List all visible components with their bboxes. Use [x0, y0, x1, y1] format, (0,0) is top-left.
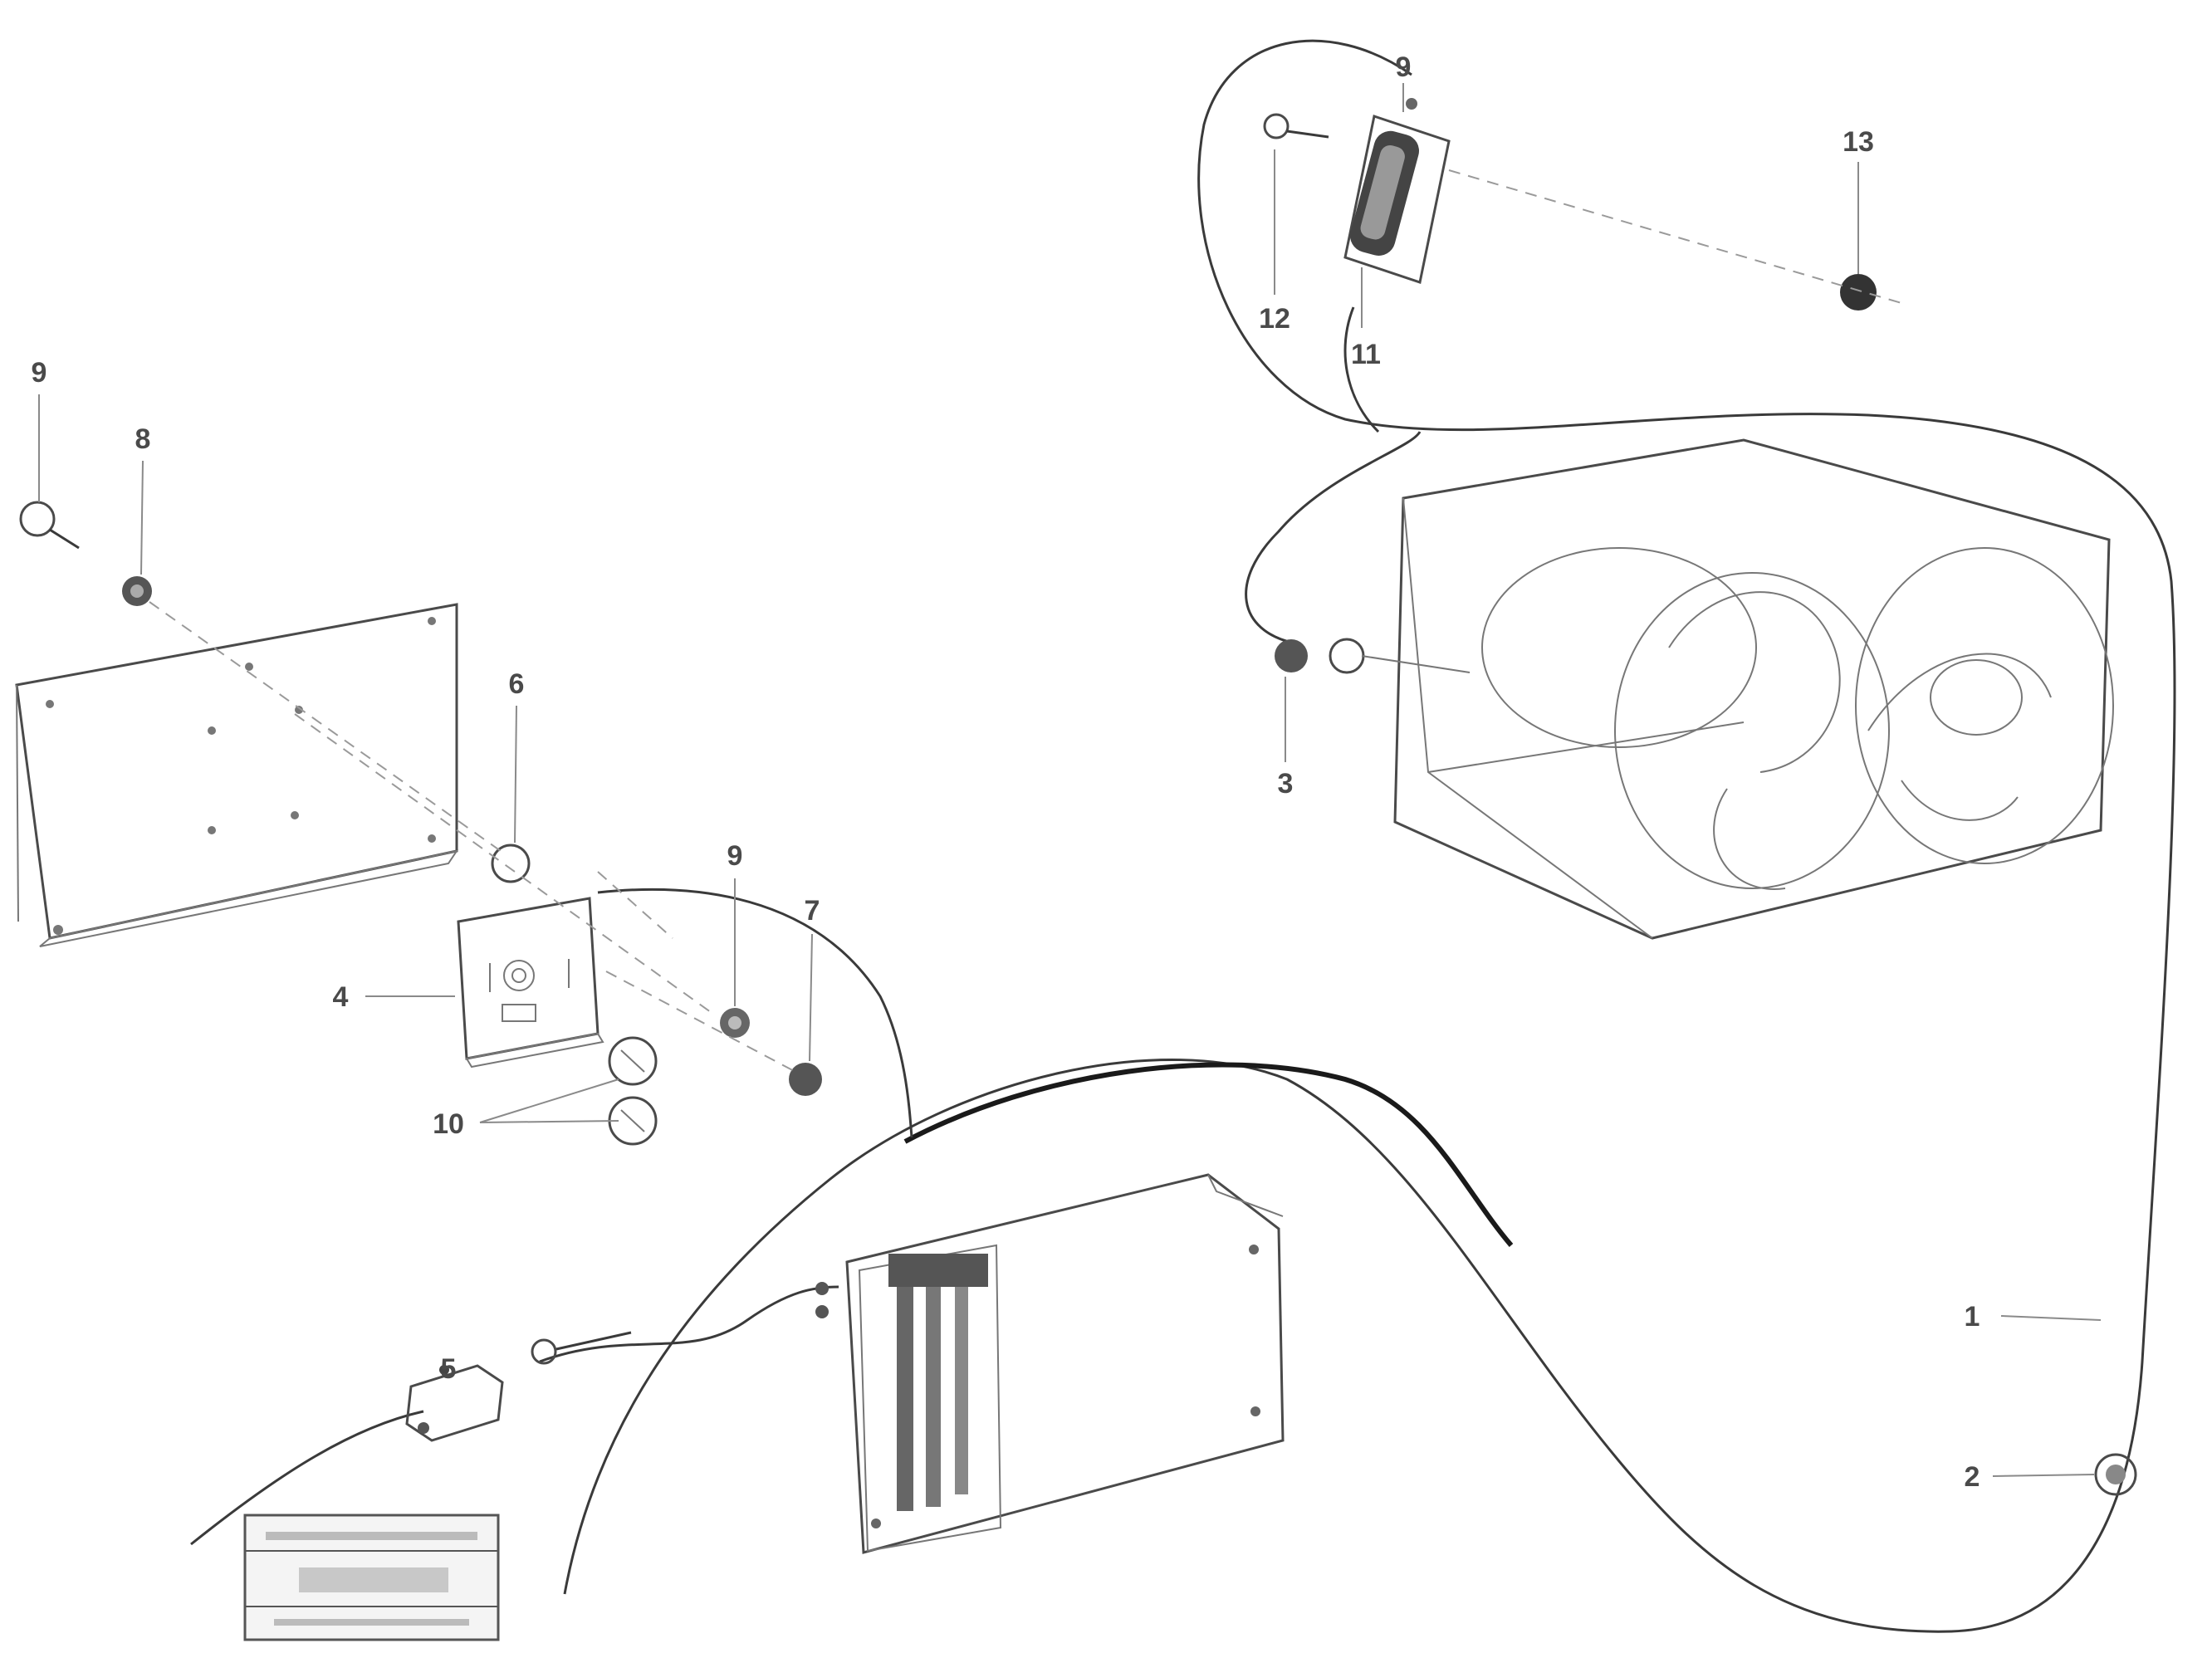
fasteners [19, 113, 2137, 1496]
callout-1: 1 [1965, 1301, 1980, 1333]
cable-sensor-lead [1343, 306, 1380, 433]
cable-main [903, 1062, 1514, 1247]
cable-relay-lead [539, 1285, 839, 1363]
callout-8: 8 [135, 423, 151, 455]
callout-12: 12 [1259, 303, 1290, 335]
callout-6: 6 [509, 668, 525, 700]
leader-lines [38, 83, 2102, 1477]
callout-4: 4 [333, 981, 349, 1013]
nut-7 [789, 1063, 822, 1096]
callout-2: 2 [1965, 1461, 1980, 1493]
cable-upper-loop [563, 39, 2176, 1633]
callout-labels: 9 8 6 9 7 4 10 3 12 11 9 13 1 2 5 [32, 51, 1980, 1493]
nut-13 [1840, 274, 1877, 311]
sensor-housing [1343, 98, 1451, 284]
drawing-stamp [243, 1514, 500, 1641]
grommet-10a [608, 1036, 658, 1086]
callout-3: 3 [1278, 768, 1294, 800]
cable-switch-lead [597, 888, 913, 1138]
washer-3 [1329, 638, 1365, 674]
mounting-plate [15, 603, 459, 947]
callout-5: 5 [441, 1353, 457, 1385]
callout-9c: 9 [1396, 51, 1412, 83]
callout-13: 13 [1843, 126, 1874, 158]
relay-connector [531, 1282, 829, 1365]
callout-9b: 9 [727, 840, 743, 872]
relay-box [845, 1173, 1285, 1554]
callout-11: 11 [1351, 339, 1381, 370]
fan-unit [1361, 438, 2114, 940]
switch-panel [457, 897, 604, 1069]
screw-12 [1263, 113, 1290, 139]
screw-9a [19, 501, 56, 537]
nut-3 [1275, 639, 1308, 672]
callout-7: 7 [805, 895, 820, 927]
washer-6 [491, 844, 531, 883]
cable-harnesses [190, 39, 2176, 1633]
plug-connector [405, 1364, 504, 1442]
cable-left-tail [190, 1410, 424, 1546]
grommet-2 [2094, 1453, 2137, 1496]
callout-10: 10 [433, 1108, 464, 1140]
cable-to-motor [1245, 431, 1422, 645]
callout-9a: 9 [32, 357, 47, 389]
